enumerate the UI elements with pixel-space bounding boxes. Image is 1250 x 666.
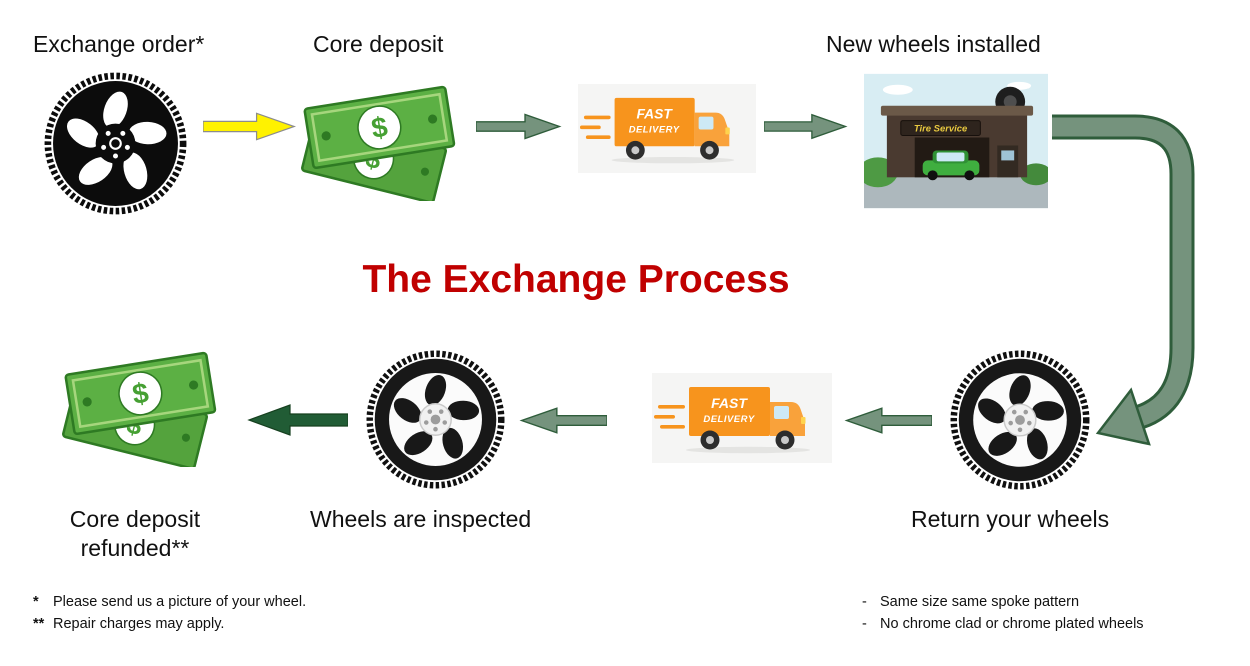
- refunded-label-line2: refunded**: [80, 534, 190, 561]
- truck-fast-text: FAST: [711, 395, 748, 411]
- footnotes-right: - Same size same spoke pattern - No chro…: [862, 594, 1144, 632]
- truck-delivery-text: DELIVERY: [629, 123, 680, 134]
- footnote-repair-charges: ** Repair charges may apply.: [33, 616, 306, 632]
- footnote-text: No chrome clad or chrome plated wheels: [880, 616, 1144, 632]
- page-title: The Exchange Process: [362, 258, 790, 301]
- truck-fast-text: FAST: [636, 106, 673, 122]
- footnote-no-chrome: - No chrome clad or chrome plated wheels: [862, 616, 1144, 632]
- white-wheel-icon-inspected: [364, 348, 507, 491]
- step-label-new-wheels-installed: New wheels installed: [826, 31, 1041, 57]
- footnote-marker: *: [33, 594, 39, 610]
- footnotes-left: * Please send us a picture of your wheel…: [33, 594, 306, 632]
- dollar-glyph: $: [369, 111, 390, 145]
- green-left-arrow-icon-2: [844, 404, 932, 437]
- footnote-same-size: - Same size same spoke pattern: [862, 594, 1144, 610]
- footnote-marker: -: [862, 594, 867, 610]
- footnote-text: Repair charges may apply.: [53, 616, 225, 632]
- step-label-wheels-inspected: Wheels are inspected: [310, 506, 532, 532]
- footnote-marker: -: [862, 616, 867, 632]
- step-label-return-your-wheels: Return your wheels: [911, 506, 1110, 532]
- money-bill-front: $: [64, 351, 217, 436]
- refunded-label-line1: Core deposit: [69, 506, 201, 532]
- step-label-core-deposit-refunded: Core deposit refunded**: [70, 505, 200, 563]
- dollar-glyph: $: [130, 377, 151, 411]
- green-left-arrow-icon-1: [519, 404, 607, 437]
- tire-service-shop-icon: Tire Service: [864, 73, 1048, 209]
- curved-flow-arrow-icon: [1040, 100, 1250, 470]
- footnote-marker: **: [33, 616, 45, 632]
- money-icon-bottom: $ $: [55, 345, 233, 467]
- footnote-picture-of-wheel: * Please send us a picture of your wheel…: [33, 594, 306, 610]
- white-wheel-icon-return: [948, 348, 1092, 492]
- yellow-right-arrow-icon: [203, 110, 297, 143]
- money-bill-front: $: [303, 85, 456, 170]
- step-label-core-deposit: Core deposit: [313, 31, 444, 57]
- green-right-arrow-icon-2: [764, 110, 848, 143]
- step-label-exchange-order: Exchange order*: [33, 31, 205, 57]
- money-icon-top: $ $: [294, 79, 472, 201]
- dark-green-left-arrow-icon: [246, 402, 348, 438]
- delivery-truck-icon-bottom: FAST DELIVERY: [652, 373, 832, 463]
- shop-sign-text: Tire Service: [914, 124, 967, 135]
- green-right-arrow-icon-1: [476, 110, 562, 143]
- black-wheel-icon: [42, 70, 189, 217]
- delivery-truck-icon-top: FAST DELIVERY: [578, 84, 756, 173]
- footnote-text: Please send us a picture of your wheel.: [53, 594, 307, 610]
- truck-delivery-text: DELIVERY: [703, 414, 756, 425]
- footnote-text: Same size same spoke pattern: [880, 594, 1080, 610]
